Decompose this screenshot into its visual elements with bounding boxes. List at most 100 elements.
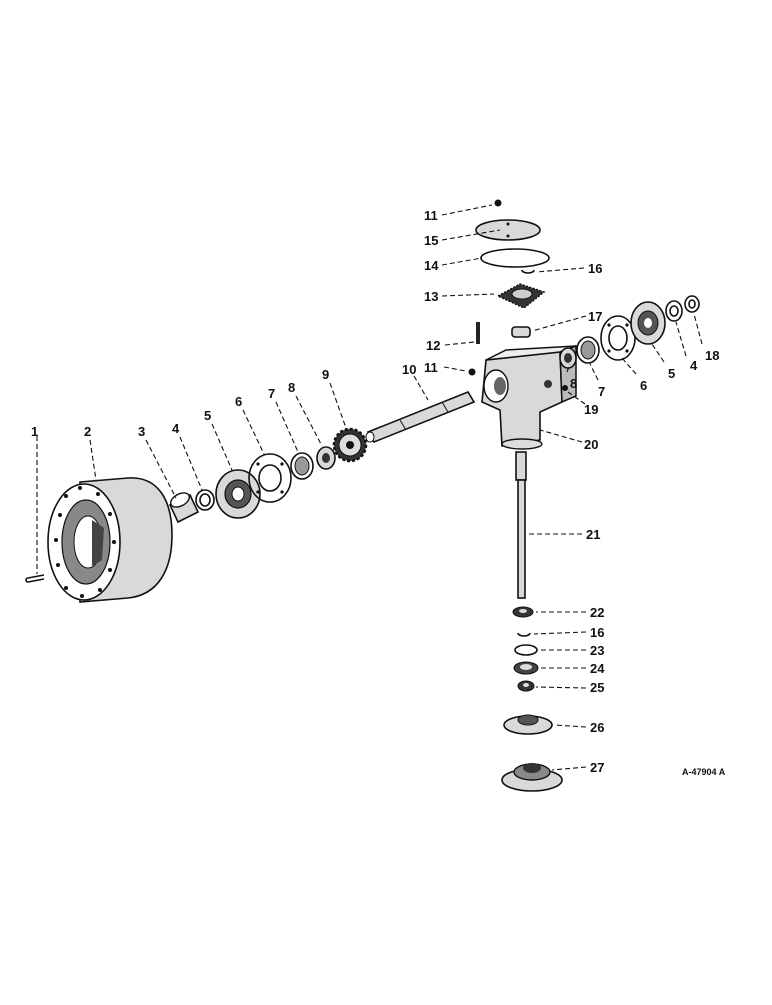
leader-9 — [329, 382, 347, 429]
callout-11-top: 11 — [424, 208, 438, 223]
leader-16-top — [535, 267, 585, 273]
leader-25 — [535, 686, 587, 689]
callout-10: 10 — [402, 362, 416, 377]
callout-12: 12 — [426, 338, 440, 353]
callout-11-side: 11 — [424, 360, 438, 375]
callout-9: 9 — [322, 367, 329, 382]
part-17-bushing — [511, 326, 531, 338]
part-12-key — [476, 322, 480, 344]
part-15-cover — [475, 219, 541, 241]
part-11-plug-side — [468, 368, 476, 376]
leader-10 — [413, 375, 429, 401]
callout-22: 22 — [590, 605, 604, 620]
leader-16-bottom — [533, 631, 587, 635]
callout-5-right: 5 — [668, 366, 675, 381]
callout-7-right: 7 — [598, 384, 605, 399]
callout-6: 6 — [235, 394, 242, 409]
part-7-bearing-cup — [290, 452, 314, 480]
leader-7-right — [589, 363, 599, 381]
part-26-hub — [503, 714, 553, 735]
part-6-gasket-right — [600, 315, 636, 361]
part-8-bearing-cone-right — [559, 347, 577, 369]
callout-16-bottom: 16 — [590, 625, 604, 640]
leader-4-right — [675, 321, 687, 357]
callout-19: 19 — [584, 402, 598, 417]
callout-13: 13 — [424, 289, 438, 304]
part-16-snap-ring-top — [521, 269, 535, 274]
part-27-pulley — [501, 763, 563, 792]
leader-8-right — [566, 363, 571, 373]
part-24-seal — [513, 661, 539, 675]
callout-8: 8 — [288, 380, 295, 395]
leader-19 — [567, 391, 586, 405]
part-7-bearing-cup-right — [576, 336, 600, 364]
callout-6-right: 6 — [640, 378, 647, 393]
leader-3 — [145, 439, 177, 499]
callout-14: 14 — [424, 258, 439, 273]
callout-24: 24 — [590, 661, 605, 676]
part-10-shaft — [365, 391, 476, 443]
callout-25: 25 — [590, 680, 604, 695]
leader-20 — [539, 429, 583, 443]
leader-5-right — [651, 343, 665, 363]
part-22-bearing — [512, 606, 534, 618]
callout-1: 1 — [31, 424, 38, 439]
part-5-bearing-cap-right — [630, 301, 666, 345]
callout-15: 15 — [424, 233, 438, 248]
leader-11-side — [443, 366, 467, 372]
part-19-plug — [562, 385, 568, 391]
leader-12 — [444, 341, 475, 346]
callout-labels: 1 2 3 4 5 6 7 8 9 10 11 11 12 13 14 15 1… — [31, 208, 719, 775]
callout-21: 21 — [586, 527, 600, 542]
leader-14 — [441, 257, 483, 266]
callout-27: 27 — [590, 760, 604, 775]
callout-23: 23 — [590, 643, 604, 658]
drawing-code: A-47904 A — [682, 767, 726, 777]
leader-13 — [441, 293, 495, 297]
leader-lines — [36, 204, 703, 771]
part-14-gasket — [480, 248, 550, 268]
leader-2 — [89, 439, 97, 481]
callout-7: 7 — [268, 386, 275, 401]
part-2-housing — [47, 477, 173, 603]
leader-6-right — [621, 357, 637, 375]
callout-5: 5 — [204, 408, 211, 423]
leader-26 — [553, 724, 587, 728]
callout-26: 26 — [590, 720, 604, 735]
callout-20: 20 — [584, 437, 598, 452]
leader-7 — [275, 401, 299, 453]
callout-2: 2 — [84, 424, 91, 439]
leader-15 — [441, 229, 501, 241]
leader-5 — [211, 423, 233, 471]
part-4-washer-right — [665, 300, 683, 322]
leader-18 — [693, 313, 703, 345]
callout-4-right: 4 — [690, 358, 698, 373]
part-23-ring — [514, 644, 538, 656]
part-16-snap-ring-bottom — [517, 632, 531, 637]
part-13-bevel-gear — [496, 283, 546, 309]
part-3-bushing — [168, 492, 200, 524]
callout-16-top: 16 — [588, 261, 602, 276]
part-8-bearing-cone — [316, 446, 336, 470]
part-18-washer — [684, 295, 700, 313]
callout-17: 17 — [588, 309, 602, 324]
leader-8 — [295, 395, 323, 447]
callout-18: 18 — [705, 348, 719, 363]
leader-4 — [179, 436, 203, 491]
part-1-pin — [25, 574, 45, 583]
part-9-gear — [332, 427, 368, 463]
leader-6 — [242, 409, 265, 455]
callout-4: 4 — [172, 421, 180, 436]
leader-11-top — [441, 204, 493, 216]
part-4-washer — [195, 489, 215, 511]
callout-3: 3 — [138, 424, 145, 439]
leader-17 — [531, 315, 587, 332]
part-11-plug-top — [494, 199, 502, 207]
part-25-nut — [517, 680, 535, 692]
part-21-vertical-shaft — [515, 451, 527, 599]
part-6-gasket — [248, 453, 292, 503]
leader-27 — [551, 766, 587, 771]
callout-8-right: 8 — [570, 376, 577, 391]
